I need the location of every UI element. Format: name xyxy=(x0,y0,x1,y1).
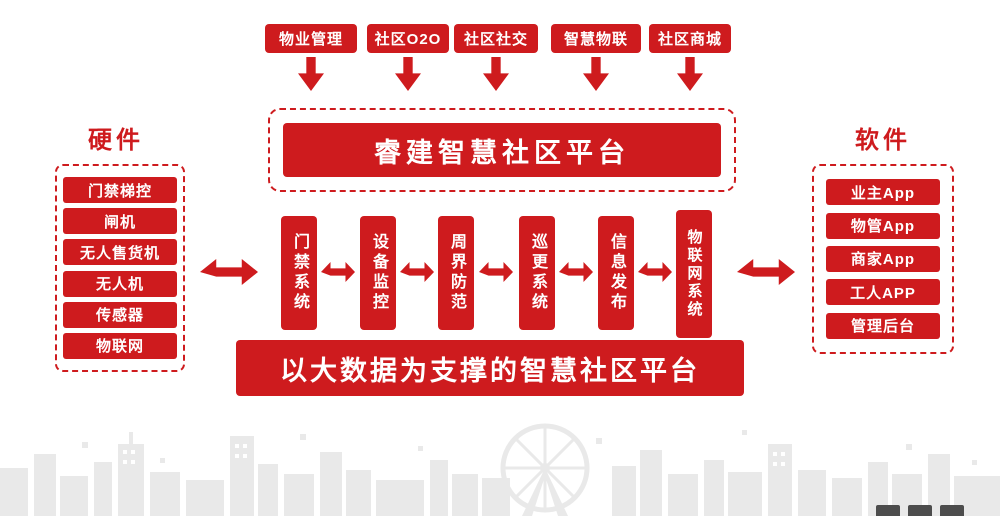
double-arrow-icon xyxy=(400,262,434,282)
software-item: 工人APP xyxy=(826,279,940,306)
double-arrow-icon xyxy=(200,259,258,285)
double-arrow-icon xyxy=(638,262,672,282)
system-info-publish: 信息发布 xyxy=(598,216,634,330)
city-skyline xyxy=(0,423,1000,516)
software-section-title: 软件 xyxy=(855,127,911,154)
system-iot: 物联网系统 xyxy=(676,210,712,338)
platform-title: 睿建智慧社区平台 xyxy=(283,123,721,177)
system-perimeter-defense: 周界防范 xyxy=(438,216,474,330)
software-item: 业主App xyxy=(826,179,940,206)
software-item: 物管App xyxy=(826,212,940,239)
down-arrow-icon xyxy=(395,57,421,91)
hardware-section-title: 硬件 xyxy=(88,127,144,154)
ferris-wheel-icon xyxy=(500,423,590,513)
software-item: 商家App xyxy=(826,245,940,272)
double-arrow-icon xyxy=(479,262,513,282)
double-arrow-icon xyxy=(321,262,355,282)
top-module-community-social: 社区社交 xyxy=(454,24,538,53)
double-arrow-icon xyxy=(737,259,795,285)
hardware-item: 闸机 xyxy=(63,208,177,235)
system-device-monitoring: 设备监控 xyxy=(360,216,396,330)
software-item: 管理后台 xyxy=(826,312,940,339)
hardware-item: 无人机 xyxy=(63,270,177,297)
hardware-list: 门禁梯控 闸机 无人售货机 无人机 传感器 物联网 xyxy=(55,164,185,372)
top-module-community-o2o: 社区O2O xyxy=(367,24,449,53)
down-arrow-icon xyxy=(298,57,324,91)
hardware-item: 无人售货机 xyxy=(63,239,177,266)
hardware-item: 物联网 xyxy=(63,332,177,359)
platform-dashed-frame: 睿建智慧社区平台 xyxy=(268,108,736,192)
top-module-smart-iot: 智慧物联 xyxy=(551,24,641,53)
down-arrow-icon xyxy=(677,57,703,91)
system-patrol: 巡更系统 xyxy=(519,216,555,330)
down-arrow-icon xyxy=(583,57,609,91)
hardware-item: 门禁梯控 xyxy=(63,177,177,204)
bottom-banner-title: 以大数据为支撑的智慧社区平台 xyxy=(236,340,744,396)
software-list: 业主App 物管App 商家App 工人APP 管理后台 xyxy=(812,164,954,354)
double-arrow-icon xyxy=(559,262,593,282)
hardware-item: 传感器 xyxy=(63,301,177,328)
cropped-watermark xyxy=(876,505,996,516)
down-arrow-icon xyxy=(483,57,509,91)
top-module-community-mall: 社区商城 xyxy=(649,24,731,53)
top-module-property-management: 物业管理 xyxy=(265,24,357,53)
system-access-control: 门禁系统 xyxy=(281,216,317,330)
